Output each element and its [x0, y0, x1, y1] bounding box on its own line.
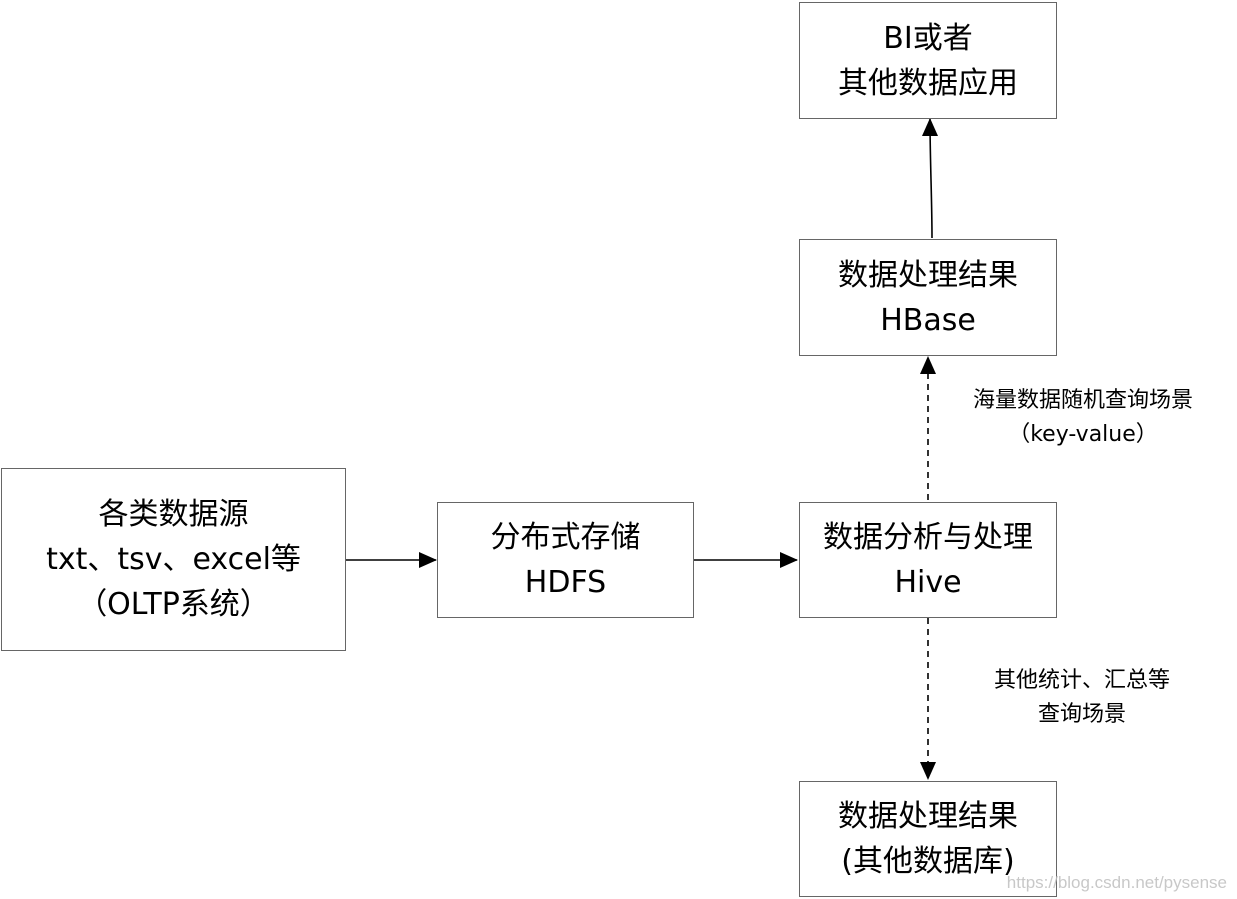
node-bi-apps: BI或者 其他数据应用 — [799, 2, 1057, 119]
node-hbase-line2: HBase — [880, 302, 976, 338]
node-other-database: 数据处理结果 (其他数据库) — [799, 781, 1057, 897]
node-other-database-line1: 数据处理结果 — [838, 799, 1018, 834]
node-hbase-line1: 数据处理结果 — [838, 257, 1018, 293]
edge-label-stats-query: 其他统计、汇总等 查询场景 — [974, 664, 1190, 732]
edge-hbase-to-bi — [922, 118, 939, 239]
node-data-sources-line1: 各类数据源 — [98, 497, 249, 532]
node-hbase: 数据处理结果 HBase — [799, 239, 1057, 356]
node-bi-apps-line1: BI或者 — [883, 20, 973, 56]
node-other-database-line2: (其他数据库) — [841, 844, 1015, 879]
node-hive-line1: 数据分析与处理 — [823, 520, 1033, 555]
node-hdfs: 分布式存储 HDFS — [437, 502, 694, 618]
node-hive-line2: Hive — [894, 565, 962, 600]
edge-label-stats-query-line1: 其他统计、汇总等 — [993, 668, 1170, 693]
watermark: https://blog.csdn.net/pysense — [1006, 873, 1227, 892]
edge-label-stats-query-line2: 查询场景 — [1037, 702, 1126, 728]
edge-label-random-query-line1: 海量数据随机查询场景 — [972, 388, 1193, 413]
node-data-sources: 各类数据源 txt、tsv、excel等 （OLTP系统） — [1, 468, 346, 651]
node-hive: 数据分析与处理 Hive — [799, 502, 1057, 618]
node-data-sources-line3: （OLTP系统） — [77, 587, 270, 622]
node-hdfs-line1: 分布式存储 — [490, 520, 641, 555]
edge-label-random-query-line2: （key-value） — [1008, 422, 1158, 448]
node-bi-apps-line2: 其他数据应用 — [838, 65, 1018, 101]
edge-label-random-query: 海量数据随机查询场景 （key-value） — [955, 384, 1211, 452]
node-hdfs-line2: HDFS — [524, 565, 607, 600]
node-data-sources-line2: txt、tsv、excel等 — [46, 542, 301, 577]
